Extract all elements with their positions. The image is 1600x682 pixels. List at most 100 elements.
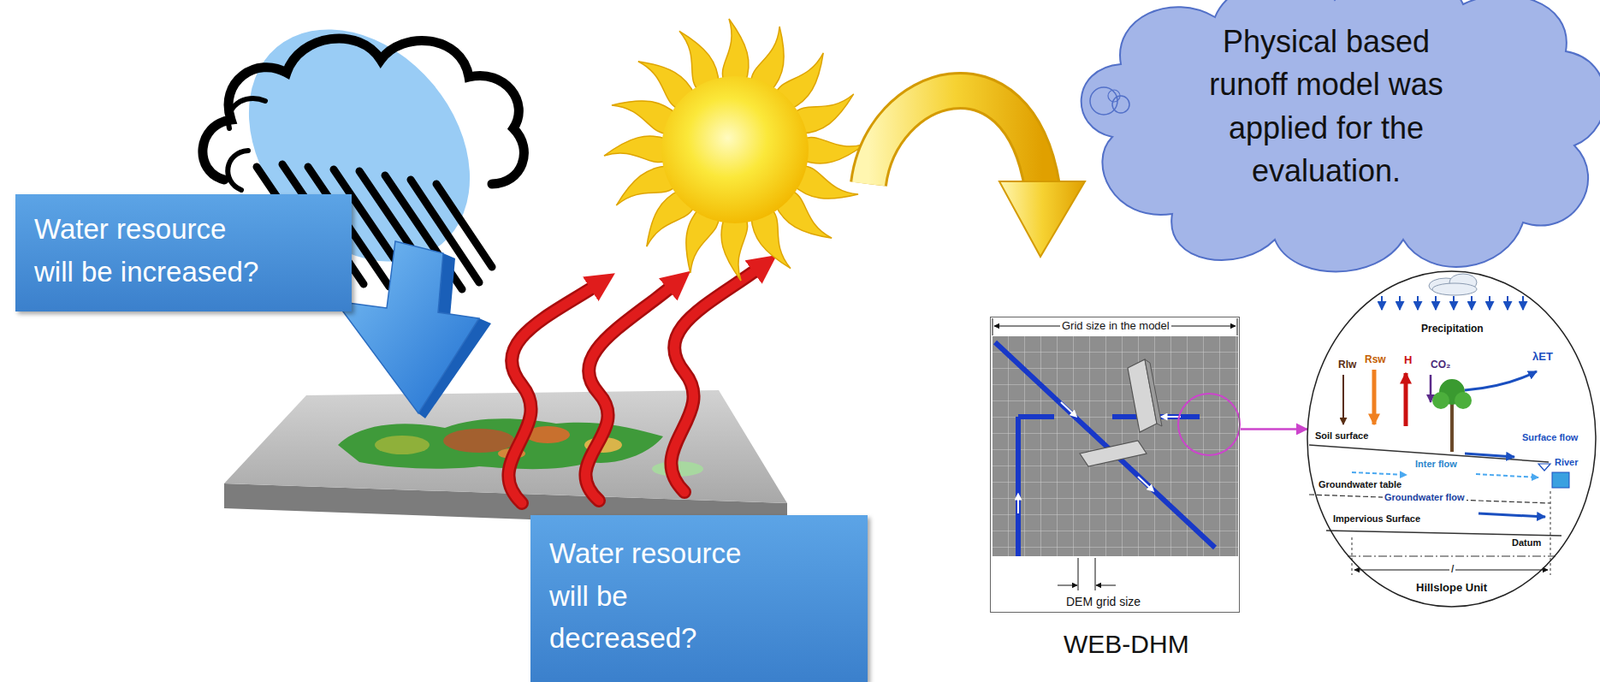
hillslope-label: Groundwater table: [1316, 479, 1404, 491]
grid-drawing: [1144, 359, 1162, 427]
grid-text: Grid size in the model: [1060, 320, 1172, 333]
grid-drawing: [992, 318, 994, 336]
grid-drawing: [1079, 440, 1147, 467]
hillslope-drawing: [1450, 402, 1454, 452]
hillslope-drawing: [1522, 296, 1524, 310]
hillslope-label: Inter flow: [1413, 458, 1459, 470]
hillslope-drawing: [1454, 391, 1472, 409]
grid-drawing: [992, 336, 1239, 557]
hillslope-drawing: [1550, 491, 1552, 575]
callout-text: Physical based runoff model was applied …: [1193, 20, 1459, 194]
evaporation-arrows: [508, 268, 759, 504]
sun: [722, 18, 749, 83]
grid-drawing: [992, 318, 1240, 591]
hillslope-drawing: [1464, 453, 1515, 457]
hillslope-drawing: [1432, 391, 1450, 409]
hillslope-drawing: [1404, 373, 1409, 427]
hillslope-drawing: [1464, 371, 1537, 391]
grid-drawing: [1078, 557, 1079, 591]
question-box: Water resource will be decreased?: [530, 515, 868, 682]
grid-drawing: [1057, 585, 1078, 587]
hillslope-drawing: [1380, 296, 1383, 310]
hillslope-drawing: [1470, 296, 1473, 310]
sun: [604, 18, 866, 281]
callout-cloud: Physical based runoff model was applied …: [1060, 0, 1600, 286]
hillslope-label: λET: [1530, 350, 1555, 364]
rain-arrow: [335, 241, 480, 414]
evaporation-arrows: [585, 285, 673, 501]
hillslope-drawing: [1475, 474, 1539, 478]
hillslope-drawing: [1416, 296, 1419, 310]
hillslope-label: Precipitation: [1419, 323, 1486, 336]
hillslope-label: Rlw: [1336, 359, 1358, 372]
hillslope-drawing: [1429, 374, 1433, 403]
rain-cloud: [227, 98, 266, 190]
hillslope-drawing: [1342, 374, 1345, 425]
hillslope-ellipse: PrecipitationRlwRswHCO₂λETSoil surfaceSu…: [1306, 270, 1597, 608]
grid-drawing: [1137, 476, 1152, 490]
hillslope-label: CO₂: [1428, 359, 1452, 372]
grid-drawing: [1015, 416, 1021, 557]
grid-drawing: [1178, 393, 1240, 456]
curved-arrow: [999, 181, 1085, 257]
hillslope-drawing: [1434, 296, 1437, 310]
grid-drawing: [1018, 414, 1055, 420]
grid-drawing: [1237, 318, 1239, 336]
cloud-outline: [1081, 0, 1600, 272]
evaporation-arrows: [670, 268, 759, 492]
evaporation-arrows: [585, 285, 673, 501]
terrain-slab: [443, 428, 516, 453]
hillslope-label: River: [1552, 456, 1581, 469]
grid-panel: Grid size in the modelDEM grid size: [989, 316, 1240, 613]
grid-drawing: [1017, 496, 1020, 514]
hillslope-drawing: [1506, 296, 1509, 310]
hillslope-label: Hillslope Unit: [1414, 581, 1489, 595]
hillslope-drawing: [1398, 296, 1401, 310]
hillslope-drawing: [1538, 463, 1551, 471]
grid-text: DEM grid size: [1064, 594, 1143, 609]
grid-drawing: [1060, 402, 1075, 415]
hillslope-drawing: [1381, 296, 1523, 310]
hillslope-drawing: [1428, 273, 1477, 296]
hillslope-drawing: [1351, 537, 1353, 575]
hillslope-drawing: [1488, 296, 1491, 310]
sun: [661, 76, 809, 224]
thought-bubble: [1112, 95, 1130, 113]
grid-drawing: [995, 342, 1215, 548]
hillslope-drawing: [1478, 513, 1546, 517]
sun: [604, 136, 669, 163]
hillslope-label: Impervious Surface: [1331, 513, 1423, 525]
ellipse-outline: [1307, 271, 1596, 607]
hillslope-label: Rsw: [1362, 354, 1388, 367]
hillslope-drawing: [1309, 273, 1570, 575]
question-box: Water resource will be increased?: [15, 194, 352, 312]
hillslope-label: Surface flow: [1520, 432, 1580, 444]
evaporation-arrows: [670, 268, 759, 492]
grid-drawing: [1096, 585, 1116, 587]
hillslope-label: l: [1449, 562, 1456, 576]
rain-arrow: [335, 241, 492, 419]
curved-arrow: [868, 90, 1043, 187]
rain-cloud: [202, 38, 524, 184]
thought-bubble: [1108, 89, 1120, 102]
grid-drawing: [1095, 557, 1097, 591]
question-text: Water resource will be decreased?: [549, 532, 759, 660]
hillslope-drawing: [1552, 472, 1570, 488]
link-arrow: [1240, 427, 1309, 431]
hillslope-drawing: [1351, 472, 1407, 475]
hillslope-drawing: [1432, 283, 1477, 296]
hillslope-drawing: [1347, 555, 1556, 557]
grid-drawing: [992, 336, 1239, 557]
curved-arrow: [868, 90, 1085, 257]
hillslope-drawing: [1326, 530, 1562, 536]
question-text: Water resource will be increased?: [34, 207, 266, 293]
hillslope-label: Groundwater flow: [1382, 491, 1467, 504]
curved-arrow: [868, 90, 1043, 187]
sun: [721, 216, 748, 281]
hillslope-label: Datum: [1510, 537, 1543, 549]
terrain-slab: [337, 418, 664, 469]
hillslope-label: H: [1402, 354, 1414, 368]
hillslope-drawing: [1452, 296, 1455, 310]
terrain-slab: [374, 435, 430, 455]
